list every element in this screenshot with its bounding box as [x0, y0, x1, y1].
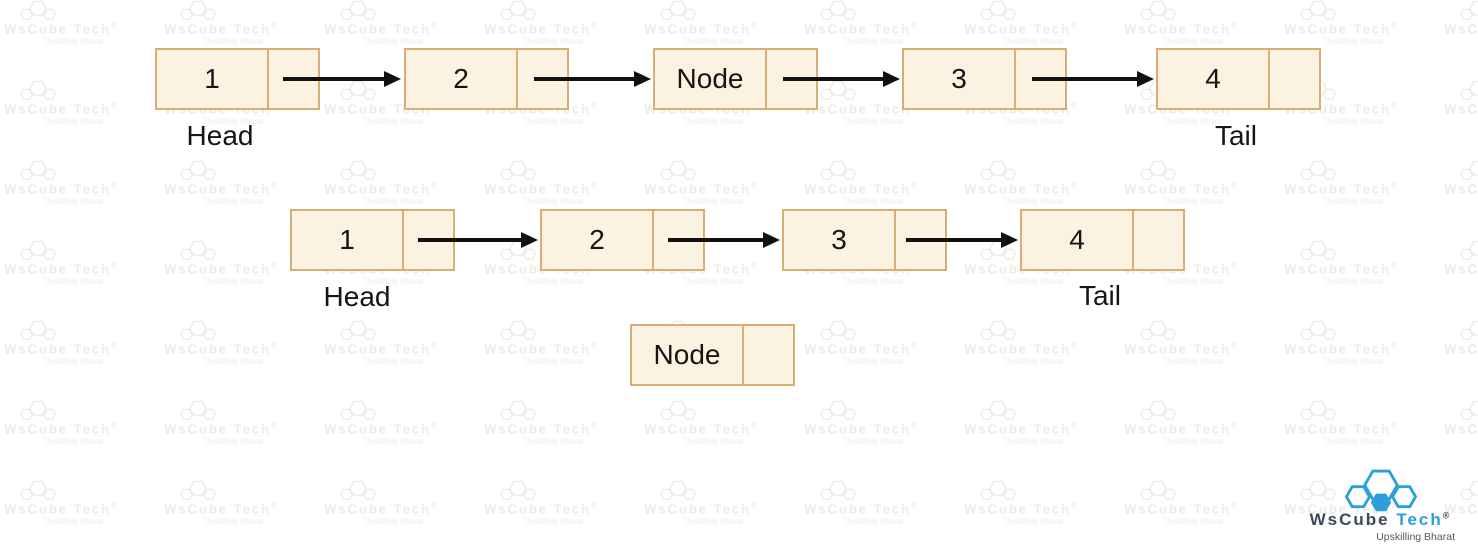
node-value-cell: 4 [1158, 50, 1270, 108]
tail-label: Tail [1214, 120, 1257, 151]
wscube-tech-logo: WsCube Tech® Upskilling Bharat [1298, 464, 1463, 543]
node-value-cell: 1 [292, 211, 404, 269]
node-box: 4 [1156, 48, 1321, 110]
logo-brand: WsCube Tech® [1309, 510, 1452, 529]
node-value-cell: 3 [904, 50, 1016, 108]
next-pointer-arrow [283, 71, 401, 87]
node-value-cell: Node [632, 326, 744, 384]
node-box: 4 [1020, 209, 1185, 271]
node-value-cell: Node [655, 50, 767, 108]
head-label: Head [186, 120, 254, 151]
node-next-cell [1270, 50, 1319, 108]
next-pointer-arrow [906, 232, 1018, 248]
hexagon-logo-icon [1344, 469, 1417, 512]
next-pointer-arrow [668, 232, 780, 248]
tail-label: Tail [1078, 280, 1121, 311]
detached-node-box: Node [630, 324, 795, 386]
node-value-cell: 2 [542, 211, 654, 269]
next-pointer-arrow [534, 71, 651, 87]
next-pointer-arrow [418, 232, 538, 248]
node-value-cell: 4 [1022, 211, 1134, 269]
node-value-cell: 1 [157, 50, 269, 108]
next-pointer-arrow [783, 71, 900, 87]
node-value-cell: 2 [406, 50, 518, 108]
node-next-cell [744, 326, 793, 384]
logo-tagline: Upskilling Bharat [1376, 531, 1455, 543]
node-value-cell: 3 [784, 211, 896, 269]
node-next-cell [1134, 211, 1183, 269]
head-label: Head [323, 281, 391, 312]
next-pointer-arrow [1032, 71, 1154, 87]
